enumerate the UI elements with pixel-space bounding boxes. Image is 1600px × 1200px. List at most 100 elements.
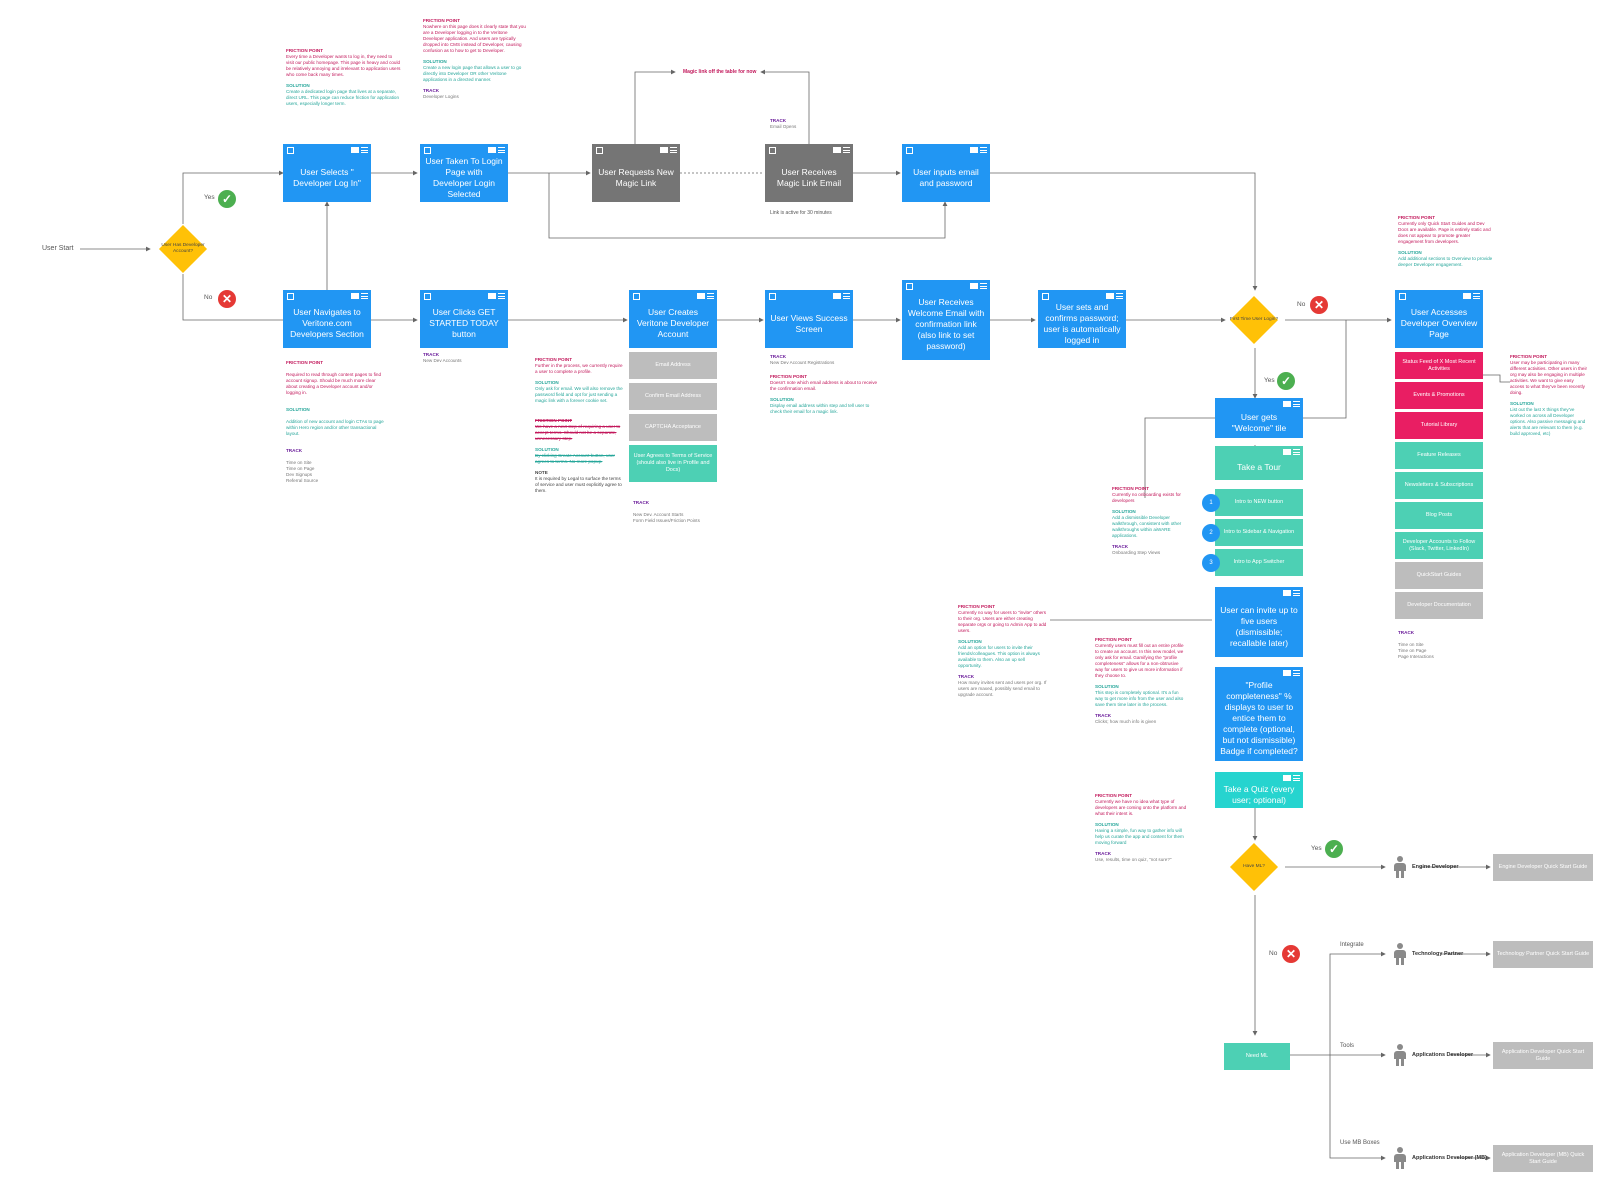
note-status-feed: FRICTION POINT User may be participating… (1510, 354, 1588, 437)
friction-heading: FRICTION POINT (1398, 215, 1436, 220)
solution-heading: SOLUTION (286, 407, 310, 412)
box-receives-welcome[interactable]: User Receives Welcome Email with confirm… (902, 280, 990, 360)
box-inputs-email[interactable]: User inputs email and password (902, 144, 990, 202)
check-icon: ✓ (218, 190, 236, 208)
image-icon (488, 147, 496, 153)
track-text: Clicks; how much info is given (1095, 719, 1157, 724)
box-label: User gets "Welcome" tile (1231, 411, 1287, 433)
item-label: Developer Documentation (1407, 602, 1471, 608)
box-label: User Selects " Developer Log In" (293, 166, 361, 188)
item-label: Status Feed of X Most Recent Activities (1402, 358, 1476, 372)
document-icon (769, 147, 776, 154)
image-icon (970, 147, 978, 153)
friction-text: Required to read through content pages t… (286, 372, 382, 395)
solution-heading: SOLUTION (535, 447, 559, 452)
overview-item-features[interactable]: Feature Releases (1395, 442, 1483, 469)
track-text: How many invites sent and users per org.… (958, 680, 1047, 697)
solution-heading: SOLUTION (770, 397, 794, 402)
track-text: Developer Logins (423, 94, 459, 99)
terms-label: User Agrees to Terms of Service (should … (633, 453, 713, 473)
overview-item-events[interactable]: Events & Promotions (1395, 382, 1483, 409)
friction-text: User may be participating in many differ… (1510, 360, 1588, 395)
person-icon (1393, 943, 1407, 965)
document-icon (1399, 293, 1406, 300)
box-views-success[interactable]: User Views Success Screen (765, 290, 853, 348)
overview-item-newsletters[interactable]: Newsletters & Subscriptions (1395, 472, 1483, 499)
solution-heading: SOLUTION (1095, 684, 1119, 689)
overview-item-blog[interactable]: Blog Posts (1395, 502, 1483, 529)
friction-heading: FRICTION POINT (1095, 637, 1133, 642)
box-label: "Profile completeness" % displays to use… (1220, 680, 1298, 756)
friction-text: Doesn't note which email address is abou… (770, 380, 878, 391)
menu-icon (1473, 293, 1480, 299)
friction-heading: FRICTION POINT (1112, 486, 1150, 491)
box-requests-magic[interactable]: User Requests New Magic Link (592, 144, 680, 202)
no-label: No (204, 294, 213, 301)
guide-label: Application Developer Quick Start Guide (1501, 1048, 1585, 1062)
box-label: User Views Success Screen (770, 312, 848, 334)
form-field-email[interactable]: Email Address (629, 352, 717, 379)
x-icon: ✕ (1282, 945, 1300, 963)
solution-text: Add a dismissible Developer walkthrough,… (1112, 515, 1182, 538)
document-icon (906, 283, 913, 290)
check-icon: ✓ (1325, 840, 1343, 858)
image-icon (1283, 775, 1291, 781)
box-creates-account[interactable]: User Creates Veritone Developer Account (629, 290, 717, 348)
tour-step-1[interactable]: Intro to NEW button (1215, 489, 1303, 516)
box-taken-to-login[interactable]: User Taken To Login Page with Developer … (420, 144, 508, 202)
box-welcome-tile[interactable]: User gets "Welcome" tile (1215, 398, 1303, 438)
track-heading: TRACK (770, 354, 787, 359)
box-profile[interactable]: "Profile completeness" % displays to use… (1215, 667, 1303, 761)
item-label: Newsletters & Subscriptions (1404, 482, 1474, 488)
solution-heading: SOLUTION (1095, 822, 1119, 827)
box-navigates[interactable]: User Navigates to Veritone.com Developer… (283, 290, 371, 348)
box-take-tour[interactable]: Take a Tour (1215, 446, 1303, 480)
item-label: Feature Releases (1417, 452, 1461, 458)
box-sets-password[interactable]: User sets and confirms password; user is… (1038, 290, 1126, 348)
friction-heading: FRICTION POINT (286, 360, 324, 365)
overview-item-docs[interactable]: Developer Documentation (1395, 592, 1483, 619)
track-text: New Dev. Account Starts Form Field Issue… (633, 512, 700, 523)
box-accesses-overview[interactable]: User Accesses Developer Overview Page (1395, 290, 1483, 348)
guide-engine[interactable]: Engine Developer Quick Start Guide (1493, 854, 1593, 881)
guide-applications[interactable]: Application Developer Quick Start Guide (1493, 1042, 1593, 1069)
friction-heading: FRICTION POINT (535, 357, 573, 362)
friction-heading: FRICTION POINT (286, 48, 324, 53)
note-new-dev-accounts: TRACK New Dev Accounts (423, 352, 503, 364)
box-receives-magic[interactable]: User Receives Magic Link Email (765, 144, 853, 202)
guide-applications-mb[interactable]: Application Developer (MB) Quick Start G… (1493, 1145, 1593, 1172)
box-label: User Clicks GET STARTED TODAY button (429, 307, 499, 339)
overview-item-quickstart[interactable]: QuickStart Guides (1395, 562, 1483, 589)
form-field-captcha[interactable]: CAPTCHA Acceptance (629, 414, 717, 441)
document-icon (906, 147, 913, 154)
form-field-confirm-email[interactable]: Confirm Email Address (629, 383, 717, 410)
yes-label: Yes (204, 194, 215, 201)
role-applications-developer-mb: Applications Developer (MB) (1412, 1155, 1487, 1161)
menu-icon (670, 147, 677, 153)
image-icon (1463, 293, 1471, 299)
friction-text: Currently only Quick Start Guides and De… (1398, 221, 1491, 244)
tour-step-3[interactable]: Intro to App Switcher (1215, 549, 1303, 576)
box-need-ml[interactable]: Need ML (1224, 1043, 1290, 1070)
step-label: Intro to App Switcher (1233, 559, 1285, 565)
menu-icon (498, 293, 505, 299)
guide-technology[interactable]: Technology Partner Quick Start Guide (1493, 941, 1593, 968)
box-select-login[interactable]: User Selects " Developer Log In" (283, 144, 371, 202)
box-clicks-started[interactable]: User Clicks GET STARTED TODAY button (420, 290, 508, 348)
tour-step-2[interactable]: Intro to Sidebar & Navigation (1215, 519, 1303, 546)
note-email-opens: TRACK Email Opens (770, 118, 850, 130)
overview-item-status-feed[interactable]: Status Feed of X Most Recent Activities (1395, 352, 1483, 379)
track-heading: TRACK (1398, 630, 1415, 635)
track-text: Time on Site Time on Page Dev Signups Re… (286, 460, 319, 483)
terms-box[interactable]: User Agrees to Terms of Service (should … (629, 445, 717, 482)
image-icon (1283, 670, 1291, 676)
box-invite[interactable]: User can invite up to five users (dismis… (1215, 587, 1303, 657)
track-heading: TRACK (770, 118, 787, 123)
solution-text: By clicking Create Account button, user … (535, 453, 615, 464)
solution-text: Create a new login page that allows a us… (423, 65, 522, 82)
menu-icon (1293, 775, 1300, 781)
overview-item-accounts-follow[interactable]: Developer Accounts to Follow (Slack, Twi… (1395, 532, 1483, 559)
menu-icon (1293, 449, 1300, 455)
box-quiz[interactable]: Take a Quiz (every user; optional) (1215, 772, 1303, 808)
overview-item-tutorials[interactable]: Tutorial Library (1395, 412, 1483, 439)
